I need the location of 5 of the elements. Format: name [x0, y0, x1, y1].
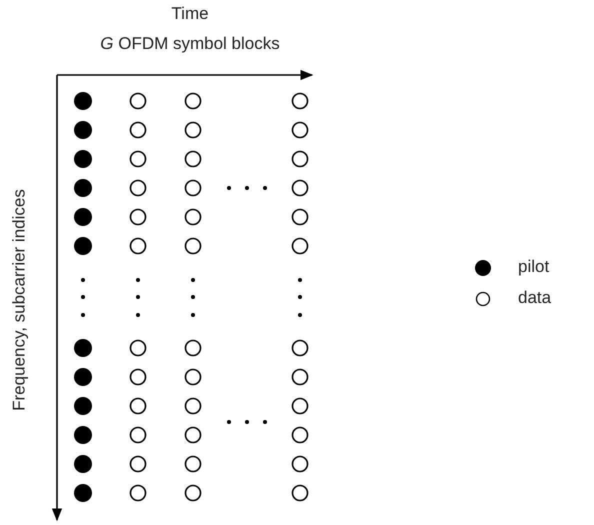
axis-title: Time [171, 5, 209, 24]
legend-label: pilot [518, 258, 550, 277]
legend-label: data [518, 289, 552, 308]
axis-title: G OFDM symbol blocks [100, 35, 280, 54]
axis-title: Frequency, subcarrier indices [10, 189, 30, 411]
